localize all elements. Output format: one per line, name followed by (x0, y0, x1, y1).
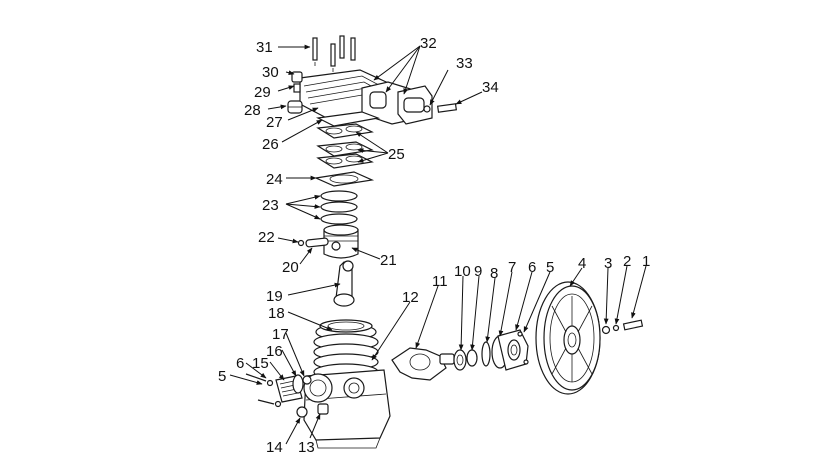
callout-12: 12 (402, 289, 419, 306)
callout-1: 1 (642, 253, 650, 270)
callout-labels: 31 32 30 29 28 27 26 25 24 23 33 34 22 2… (218, 35, 650, 456)
callout-4: 4 (578, 255, 586, 272)
callout-16: 16 (266, 343, 283, 360)
leader-lines (229, 44, 647, 445)
valve-plate-stack (316, 123, 374, 169)
crankshaft (391, 347, 455, 381)
connecting-rod (333, 260, 355, 307)
callout-8: 8 (490, 265, 498, 282)
side-bolt (423, 103, 458, 113)
callout-14: 14 (266, 439, 283, 456)
callout-32: 32 (420, 35, 437, 52)
side-cover (275, 374, 312, 403)
callout-18: 18 (268, 305, 285, 322)
left-screws (245, 373, 282, 408)
callout-27: 27 (266, 114, 283, 131)
callout-34: 34 (482, 79, 499, 96)
callout-6-right: 6 (528, 259, 536, 276)
callout-6-left: 6 (236, 355, 244, 372)
callout-10: 10 (454, 263, 471, 280)
bearings (453, 341, 491, 371)
flywheel-bolt (601, 319, 644, 335)
callout-22: 22 (258, 229, 275, 246)
callout-11: 11 (432, 273, 448, 290)
callout-24: 24 (266, 171, 283, 188)
callout-26: 26 (262, 136, 279, 153)
callout-30: 30 (262, 64, 279, 81)
head-fittings (287, 71, 303, 114)
piston (323, 224, 359, 259)
callout-9: 9 (474, 263, 482, 280)
head-bolts (312, 35, 356, 72)
wrist-pin (297, 237, 329, 248)
bearing-cover (491, 329, 529, 371)
callout-20: 20 (282, 259, 299, 276)
callout-23: 23 (262, 197, 279, 214)
callout-29: 29 (254, 84, 271, 101)
callout-15: 15 (252, 355, 269, 372)
callout-19: 19 (266, 288, 283, 305)
callout-17: 17 (272, 326, 289, 343)
drain-fittings (296, 403, 329, 418)
piston-rings (320, 190, 358, 225)
callout-21: 21 (380, 252, 397, 269)
callout-28: 28 (244, 102, 261, 119)
callout-25: 25 (388, 146, 405, 163)
callout-33: 33 (456, 55, 473, 72)
crankcase (303, 319, 391, 449)
callout-5-left: 5 (218, 368, 226, 385)
head-gasket (315, 111, 381, 127)
callout-13: 13 (298, 439, 315, 456)
cylinder-gasket (313, 171, 375, 187)
callout-31: 31 (256, 39, 273, 56)
callout-3: 3 (604, 255, 612, 272)
callout-2: 2 (623, 253, 631, 270)
callout-5-right: 5 (546, 259, 554, 276)
callout-7: 7 (508, 259, 516, 276)
flywheel (535, 281, 601, 395)
